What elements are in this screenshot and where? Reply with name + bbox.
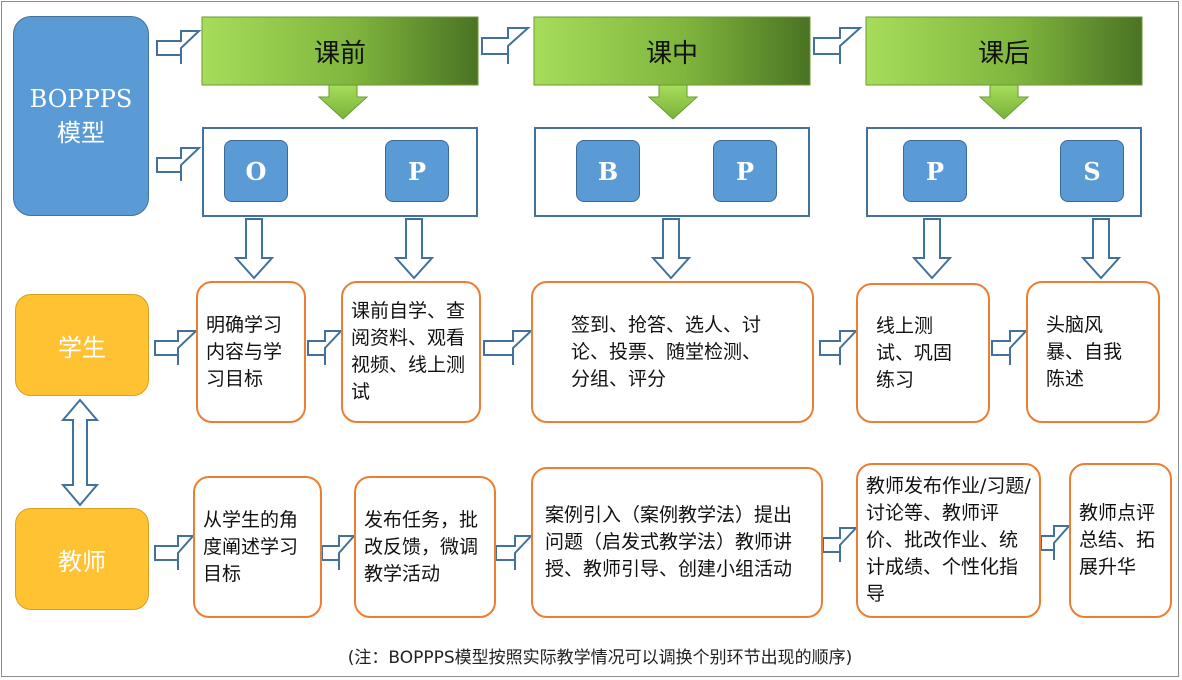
- right-arrow-phase-1: [481, 27, 531, 64]
- teacher-card-summary-text: 教师点评总结、拓展升华: [1079, 502, 1156, 578]
- right-arrow-student-2: [483, 330, 534, 365]
- teacher-card-objective-text: 从学生的角度阐述学习目标: [203, 508, 299, 585]
- student-card-summary-text: 头脑风暴、自我陈述: [1046, 313, 1123, 390]
- model-label-line1: BOPPPS: [29, 85, 133, 113]
- down-arrow-p3: [911, 218, 953, 280]
- teacher-card-summary: 教师点评总结、拓展升华: [1069, 463, 1172, 618]
- stage-letter-b: B: [576, 140, 640, 202]
- right-arrow-phase-2: [813, 27, 863, 64]
- green-down-arrow-3: [978, 84, 1030, 120]
- role-label-teacher: 教师: [15, 508, 149, 610]
- teacher-card-objective: 从学生的角度阐述学习目标: [193, 476, 322, 618]
- student-card-summary: 头脑风暴、自我陈述: [1026, 281, 1160, 423]
- teacher-card-posttest: 教师发布作业/习题/讨论等、教师评价、批改作业、统计成绩、个性化指导: [856, 463, 1041, 618]
- right-arrow-student-0: [154, 330, 199, 365]
- student-card-objective: 明确学习内容与学习目标: [196, 281, 306, 423]
- model-label-line2: 模型: [57, 119, 105, 147]
- right-arrow-model-mid: [156, 147, 202, 181]
- right-arrow-teacher-4: [1040, 525, 1072, 560]
- phase-banner-after: [865, 16, 1143, 86]
- down-arrow-s: [1080, 218, 1122, 280]
- teacher-card-participate-text: 案例引入（案例教学法）提出问题（启发式教学法）教师讲授、教师引导、创建小组活动: [545, 504, 793, 580]
- stage-letter-p-participate: P: [713, 140, 777, 202]
- student-card-participate: 签到、抢答、选人、讨论、投票、随堂检测、分组、评分: [531, 281, 814, 423]
- phase-title-after: 课后: [977, 38, 1030, 69]
- down-arrow-o: [233, 218, 275, 280]
- student-card-preview: 课前自学、查阅资料、观看视频、线上测试: [341, 281, 481, 423]
- phase-title-during: 课中: [645, 38, 698, 69]
- right-arrow-teacher-0: [154, 535, 196, 570]
- right-arrow-student-3: [819, 330, 859, 365]
- model-label: BOPPPS 模型: [13, 16, 149, 216]
- down-arrow-p1: [393, 218, 435, 280]
- teacher-card-preview-text: 发布任务，批改反馈，微调教学活动: [364, 508, 479, 585]
- footnote: (注：BOPPPS模型按照实际教学情况可以调换个别环节出现的顺序): [347, 648, 853, 668]
- student-card-objective-text: 明确学习内容与学习目标: [206, 313, 283, 390]
- right-arrow-student-1: [307, 330, 344, 365]
- stage-letter-p-posttest: P: [903, 140, 967, 202]
- student-card-preview-text: 课前自学、查阅资料、观看视频、线上测试: [351, 300, 466, 403]
- teacher-card-preview: 发布任务，批改反馈，微调教学活动: [354, 476, 496, 618]
- right-arrow-model-top: [156, 30, 202, 64]
- student-card-posttest-text: 线上测试、巩固练习: [876, 314, 953, 391]
- right-arrow-teacher-2: [495, 535, 534, 570]
- double-arrow-student-teacher: [60, 398, 100, 507]
- stage-letter-o: O: [224, 140, 288, 202]
- green-down-arrow-1: [317, 84, 369, 120]
- stage-letter-p-preview: P: [385, 140, 449, 202]
- down-arrow-b: [650, 218, 692, 280]
- teacher-card-participate: 案例引入（案例教学法）提出问题（启发式教学法）教师讲授、教师引导、创建小组活动: [531, 467, 823, 618]
- phase-title-before: 课前: [313, 38, 366, 69]
- green-down-arrow-2: [647, 84, 699, 120]
- phase-banner-during: [533, 16, 811, 86]
- role-label-student: 学生: [15, 294, 149, 396]
- student-card-posttest: 线上测试、巩固练习: [856, 283, 990, 423]
- stage-letter-s: S: [1060, 140, 1124, 202]
- student-card-participate-text: 签到、抢答、选人、讨论、投票、随堂检测、分组、评分: [571, 313, 762, 390]
- right-arrow-student-4: [991, 330, 1029, 365]
- right-arrow-teacher-1: [321, 535, 357, 570]
- right-arrow-teacher-3: [822, 527, 859, 562]
- teacher-card-posttest-text: 教师发布作业/习题/讨论等、教师评价、批改作业、统计成绩、个性化指导: [866, 475, 1031, 605]
- phase-banner-before: [201, 16, 479, 86]
